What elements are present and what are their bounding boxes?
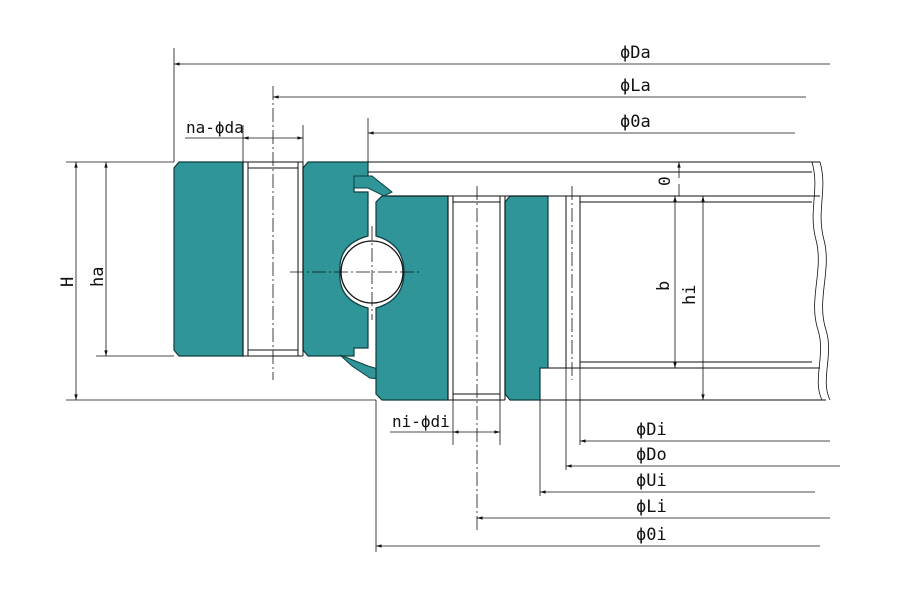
outline xyxy=(66,161,831,401)
dim-label-La: ϕLa xyxy=(620,76,651,96)
outer-ring-left-block xyxy=(173,161,244,357)
dim-label-Oi: ϕ0i xyxy=(636,525,667,545)
inner-ring-right-block xyxy=(504,195,549,401)
right-dimensions: b hi xyxy=(654,196,705,400)
outer-ring xyxy=(173,161,369,357)
dim-label-Di: ϕDi xyxy=(636,420,667,440)
dim-label-H: H xyxy=(58,277,78,287)
bottom-dimensions: ni-ϕdi ϕDi ϕDo ϕUi ϕLi ϕ0i xyxy=(375,368,840,552)
inner-ring-raceway-block xyxy=(375,195,449,401)
left-dimensions: H ha xyxy=(58,162,108,400)
top-dimensions: ϕDa ϕLa ϕ0a na-ϕda 0 xyxy=(173,43,830,196)
dim-label-Ui: ϕUi xyxy=(636,471,667,491)
dim-label-Da: ϕDa xyxy=(620,43,651,63)
dim-label-Oa: ϕ0a xyxy=(620,112,651,132)
inner-ring xyxy=(375,195,549,401)
dim-label-ha: ha xyxy=(88,267,108,287)
dim-label-ni-di: ni-ϕdi xyxy=(392,412,450,431)
ball xyxy=(290,226,420,320)
dim-label-hi: hi xyxy=(680,285,700,305)
dim-label-b: b xyxy=(654,281,674,291)
dim-label-O: 0 xyxy=(655,176,674,186)
dim-label-Do: ϕDo xyxy=(636,445,667,465)
dim-label-Li: ϕLi xyxy=(636,497,667,517)
dim-label-na-da: na-ϕda xyxy=(186,118,244,137)
center-lines xyxy=(272,86,478,530)
